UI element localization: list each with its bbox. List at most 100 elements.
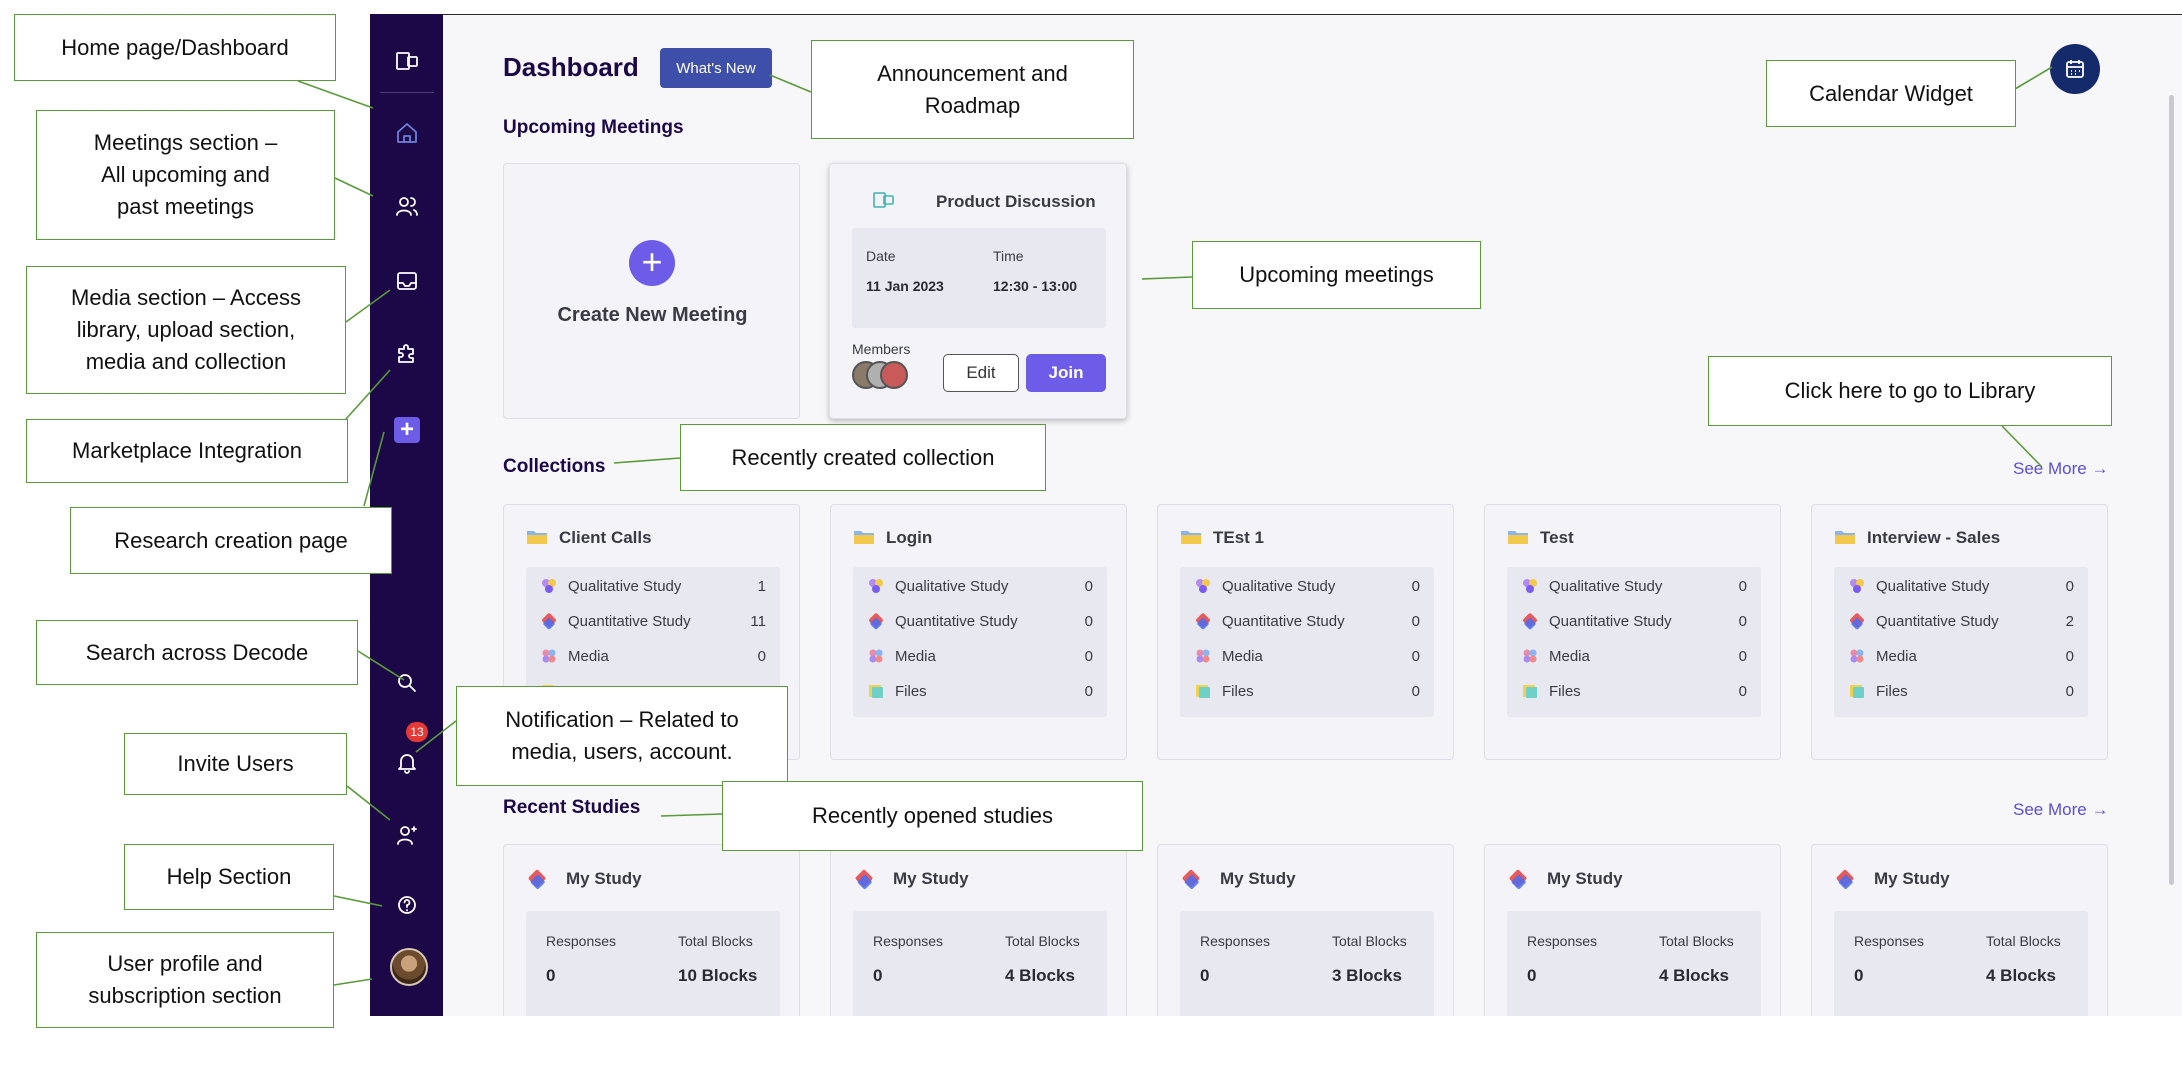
- studies-see-more-link[interactable]: See More →: [2013, 800, 2108, 820]
- study-name: My Study: [1874, 869, 1950, 888]
- study-stats: Responses Total Blocks 0 4 Blocks: [1507, 911, 1761, 1016]
- home-icon[interactable]: [390, 116, 424, 150]
- list-item[interactable]: Quantitative Study 0: [1507, 606, 1761, 636]
- stat-count: 11: [750, 613, 766, 630]
- list-item[interactable]: Qualitative Study 0: [853, 571, 1107, 601]
- files-icon: [867, 682, 885, 700]
- stat-count: 0: [1084, 613, 1093, 630]
- responses-label: Responses: [1527, 933, 1598, 949]
- collection-card[interactable]: Interview - Sales Qualitative Study 0 Qu…: [1811, 504, 2108, 760]
- folder-icon: [1507, 529, 1529, 545]
- logo-icon[interactable]: [390, 44, 424, 78]
- list-item[interactable]: Files 0: [1180, 676, 1434, 706]
- responses-value: 0: [1200, 966, 1210, 985]
- stat-label: Files: [1222, 683, 1254, 700]
- meeting-card[interactable]: Product Discussion Date 11 Jan 2023 Time…: [829, 163, 1127, 419]
- collections-see-more-link[interactable]: See More →: [2013, 459, 2108, 479]
- files-icon: [1848, 682, 1866, 700]
- collection-name: Login: [886, 528, 933, 547]
- study-icon: [853, 869, 875, 891]
- list-item[interactable]: Qualitative Study 0: [1834, 571, 2088, 601]
- bell-icon[interactable]: [390, 745, 424, 779]
- responses-value: 0: [1854, 966, 1864, 985]
- collection-card[interactable]: TEst 1 Qualitative Study 0 Quantitative …: [1157, 504, 1454, 760]
- qualitative-study-icon: [867, 577, 885, 595]
- list-item[interactable]: Qualitative Study 1: [526, 571, 780, 601]
- collection-card[interactable]: Test Qualitative Study 0 Quantitative St…: [1484, 504, 1781, 760]
- list-item[interactable]: Qualitative Study 0: [1507, 571, 1761, 601]
- study-stats: Responses Total Blocks 0 3 Blocks: [1180, 911, 1434, 1016]
- stat-count: 0: [1411, 683, 1420, 700]
- study-card[interactable]: My Study Responses Total Blocks 0 4 Bloc…: [830, 844, 1127, 1016]
- folder-icon: [526, 529, 548, 545]
- study-icon: [526, 869, 548, 891]
- study-stats: Responses Total Blocks 0 10 Blocks: [526, 911, 780, 1016]
- list-item[interactable]: Quantitative Study 0: [853, 606, 1107, 636]
- list-item[interactable]: Files 0: [853, 676, 1107, 706]
- list-item[interactable]: Qualitative Study 0: [1180, 571, 1434, 601]
- edit-button[interactable]: Edit: [943, 354, 1019, 392]
- add-research-icon[interactable]: +: [390, 413, 424, 447]
- responses-label: Responses: [546, 933, 617, 949]
- stat-count: 0: [1738, 683, 1747, 700]
- qualitative-study-icon: [540, 577, 558, 595]
- stat-label: Files: [1549, 683, 1581, 700]
- invite-user-icon[interactable]: [390, 818, 424, 852]
- study-card[interactable]: My Study Responses Total Blocks 0 3 Bloc…: [1157, 844, 1454, 1016]
- list-item[interactable]: Files 0: [1507, 676, 1761, 706]
- calendar-widget-button[interactable]: [2050, 44, 2100, 94]
- see-more-label: See More: [2013, 800, 2087, 819]
- list-item[interactable]: Quantitative Study 0: [1180, 606, 1434, 636]
- join-button[interactable]: Join: [1026, 354, 1106, 392]
- stat-count: 0: [1411, 578, 1420, 595]
- annotation-media: Media section – Access library, upload s…: [26, 266, 346, 394]
- collection-name: TEst 1: [1213, 528, 1265, 547]
- quantitative-study-icon: [1194, 612, 1212, 630]
- list-item[interactable]: Media 0: [526, 641, 780, 671]
- stat-count: 0: [1084, 648, 1093, 665]
- qualitative-study-icon: [1848, 577, 1866, 595]
- study-card[interactable]: My Study Responses Total Blocks 0 4 Bloc…: [1484, 844, 1781, 1016]
- annotation-notification: Notification – Related to media, users, …: [456, 686, 788, 786]
- responses-label: Responses: [1200, 933, 1271, 949]
- list-item[interactable]: Media 0: [1180, 641, 1434, 671]
- media-icon[interactable]: [390, 264, 424, 298]
- whats-new-button[interactable]: What's New: [660, 48, 772, 88]
- list-item[interactable]: Files 0: [1834, 676, 2088, 706]
- media-icon: [1194, 647, 1212, 665]
- create-meeting-card[interactable]: + Create New Meeting: [503, 163, 800, 419]
- annotation-announcement: Announcement and Roadmap: [811, 40, 1134, 139]
- stat-label: Quantitative Study: [895, 613, 1018, 630]
- see-more-label: See More: [2013, 459, 2087, 478]
- annotation-help: Help Section: [124, 844, 334, 910]
- total-blocks-label: Total Blocks: [1986, 933, 2061, 949]
- study-stats: Responses Total Blocks 0 4 Blocks: [853, 911, 1107, 1016]
- annotation-studies: Recently opened studies: [722, 781, 1143, 851]
- stat-label: Media: [895, 648, 936, 665]
- list-item[interactable]: Media 0: [1834, 641, 2088, 671]
- study-name: My Study: [1547, 869, 1623, 888]
- folder-icon: [1834, 529, 1856, 545]
- media-icon: [540, 647, 558, 665]
- annotation-invite: Invite Users: [124, 733, 347, 795]
- list-item[interactable]: Quantitative Study 2: [1834, 606, 2088, 636]
- folder-icon: [853, 529, 875, 545]
- stat-label: Media: [568, 648, 609, 665]
- list-item[interactable]: Quantitative Study 11: [526, 606, 780, 636]
- study-card[interactable]: My Study Responses Total Blocks 0 4 Bloc…: [1811, 844, 2108, 1016]
- meetings-icon[interactable]: [390, 189, 424, 223]
- marketplace-icon[interactable]: [390, 337, 424, 371]
- search-icon[interactable]: [390, 666, 424, 700]
- study-card[interactable]: My Study Responses Total Blocks 0 10 Blo…: [503, 844, 800, 1016]
- help-icon[interactable]: [390, 888, 424, 922]
- collection-card[interactable]: Login Qualitative Study 0 Quantitative S…: [830, 504, 1127, 760]
- collection-stats: Qualitative Study 0 Quantitative Study 2…: [1834, 567, 2088, 717]
- list-item[interactable]: Media 0: [853, 641, 1107, 671]
- annotation-home: Home page/Dashboard: [14, 14, 336, 81]
- member-avatar: [880, 361, 908, 389]
- avatar[interactable]: [390, 948, 428, 986]
- scrollbar[interactable]: [2169, 95, 2174, 885]
- folder-icon: [1180, 529, 1202, 545]
- responses-value: 0: [546, 966, 556, 985]
- list-item[interactable]: Media 0: [1507, 641, 1761, 671]
